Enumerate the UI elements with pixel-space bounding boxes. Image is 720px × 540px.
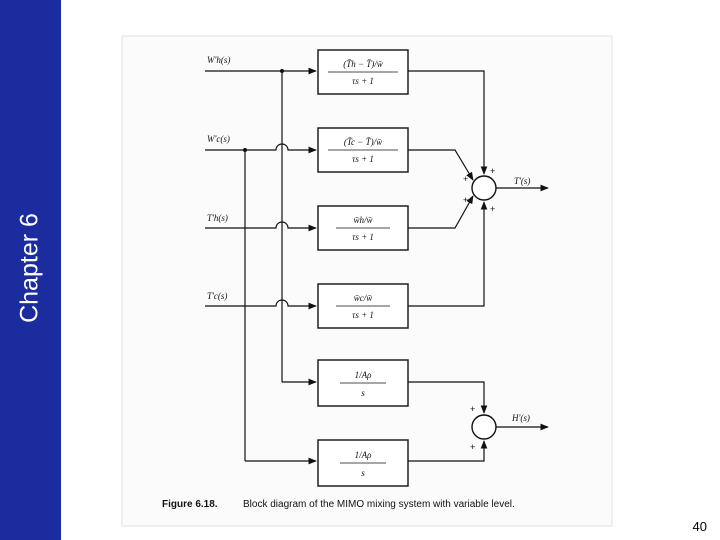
block-3-denominator: τs + 1: [352, 232, 374, 242]
sum-temp-sign-bottom: +: [490, 204, 495, 214]
figure-caption-number: Figure 6.18.: [162, 499, 218, 510]
block-2: (T̄c − T̄)/w̄ τs + 1: [317, 127, 409, 173]
sum-temp-sign-lower-left: +: [463, 195, 468, 205]
junction-dot: [243, 148, 247, 152]
block-4: w̄c/w̄ τs + 1: [317, 283, 409, 329]
chapter-sidebar: Chapter 6: [0, 0, 61, 540]
signal-wh-lines: [205, 67, 317, 386]
sum-junction-temperature: [408, 70, 549, 307]
signal-tc-lines: [205, 299, 317, 310]
output-label-temperature: T'(s): [514, 176, 530, 186]
sum-level-sign-bottom: +: [470, 442, 475, 452]
block-1: (T̄h − T̄)/w̄ τs + 1: [317, 49, 409, 95]
block-6-numerator: 1/Aρ: [355, 450, 372, 460]
block-5-denominator: s: [361, 388, 365, 398]
block-5-numerator: 1/Aρ: [355, 370, 372, 380]
sum-level-sign-top: +: [470, 404, 475, 414]
block-4-numerator: w̄c/w̄: [354, 293, 373, 303]
output-label-level: H'(s): [511, 413, 530, 423]
input-label-wc: W'c(s): [207, 134, 230, 144]
block-3-numerator: w̄h/w̄: [353, 215, 372, 225]
sum-junction-level: [408, 381, 549, 462]
block-2-numerator: (T̄c − T̄)/w̄: [344, 137, 382, 147]
block-6: 1/Aρ s: [317, 439, 409, 487]
input-label-th: T'h(s): [207, 213, 228, 223]
block-2-denominator: τs + 1: [352, 154, 374, 164]
junction-dot: [280, 69, 284, 73]
block-1-numerator: (T̄h − T̄)/w̄: [343, 59, 383, 69]
figure-caption-text: Block diagram of the MIMO mixing system …: [243, 499, 515, 510]
page-number: 40: [692, 519, 707, 534]
sum-temp-sign-upper-left: +: [463, 174, 468, 184]
input-label-tc: T'c(s): [207, 291, 227, 301]
input-label-wh: W'h(s): [207, 55, 230, 65]
block-5: 1/Aρ s: [317, 359, 409, 407]
signal-th-lines: [205, 221, 317, 232]
sum-temp-sign-top: +: [490, 166, 495, 176]
block-3: w̄h/w̄ τs + 1: [317, 205, 409, 251]
block-4-denominator: τs + 1: [352, 310, 374, 320]
block-6-denominator: s: [361, 468, 365, 478]
block-1-denominator: τs + 1: [352, 76, 374, 86]
